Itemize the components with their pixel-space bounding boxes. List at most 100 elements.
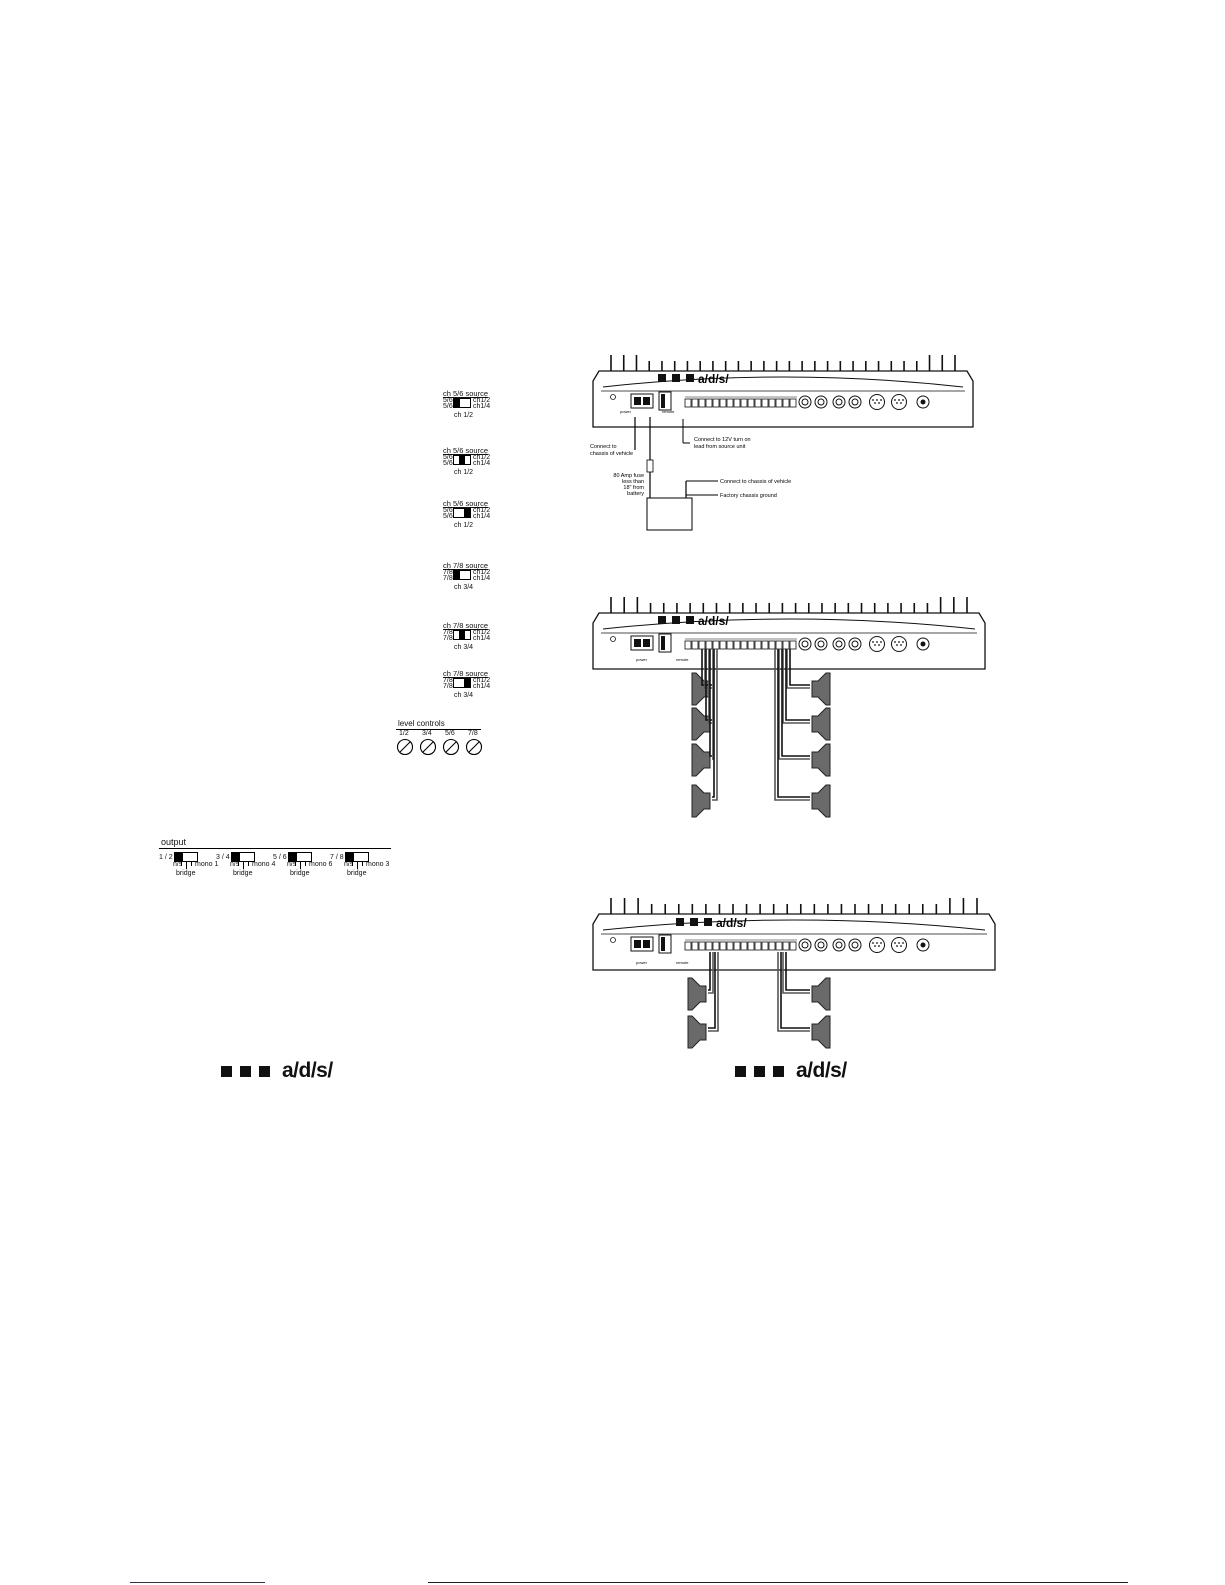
speaker-icon	[811, 1015, 831, 1049]
power-wiring-diagram: a/d/s/ Connect to chassis of vehicle Con…	[590, 355, 974, 531]
fuse-label-1: 80 Amp fuse	[613, 473, 644, 479]
switch-knob	[346, 853, 354, 861]
switch-left-label-2: 7/8	[443, 635, 453, 642]
speaker-icon	[687, 1015, 707, 1049]
amp-brand-logo: a/d/s/	[716, 916, 747, 930]
slide-switch[interactable]	[453, 678, 471, 688]
output-mono-label: mono 4	[252, 861, 276, 868]
potentiometer-icon	[442, 738, 460, 756]
four-speaker-wiring-diagram: a/d/s/ power remote	[592, 898, 996, 1049]
switch-left-label: 5/6	[443, 397, 453, 404]
slide-switch[interactable]	[453, 398, 471, 408]
amp-brand-logo: a/d/s/	[698, 372, 729, 386]
output-left-label: n/s	[230, 861, 240, 868]
switch-knob	[289, 853, 297, 861]
switch-bottom-label: ch 3/4	[454, 584, 474, 591]
power-terminal-label: power	[636, 960, 648, 965]
switch-bottom-label: ch 3/4	[454, 692, 474, 699]
remote-terminal-label: remote	[676, 657, 689, 662]
output-bridge-label: bridge	[233, 870, 253, 877]
switch-right-label-2: ch1/4	[473, 460, 491, 467]
speaker-icon	[691, 707, 711, 741]
potentiometer-icon	[419, 738, 437, 756]
ground-label-2: Factory chassis ground	[720, 493, 777, 499]
output-mono-label: mono 3	[366, 861, 390, 868]
switch-left-label-2: 7/8	[443, 683, 453, 690]
speaker-array	[687, 952, 831, 1049]
output-channel-label: 3 / 4	[216, 854, 230, 861]
output-left-label: n/s	[344, 861, 354, 868]
switch-knob	[454, 399, 460, 407]
speaker-icon	[691, 784, 711, 818]
speaker-icon	[811, 743, 831, 777]
switch-right-label: ch1/2	[473, 454, 491, 461]
switch-title: ch 7/8 source	[443, 669, 489, 678]
speaker-icon	[691, 743, 711, 777]
remote-terminal-label: remote	[662, 409, 675, 414]
fuse-label-3: 18" from	[623, 485, 644, 491]
switch-right-label-2: ch1/4	[473, 683, 491, 690]
slide-switch[interactable]	[453, 508, 471, 518]
switch-left-label: 7/8	[443, 629, 453, 636]
output-title: output	[161, 837, 187, 847]
level-knob-label: 3/4	[422, 730, 432, 737]
switch-bottom-label: ch 1/2	[454, 522, 474, 529]
switch-title: ch 5/6 source	[443, 389, 489, 398]
footer-logo-left: a/d/s/	[221, 1059, 333, 1083]
speaker-array	[691, 649, 831, 818]
brand-square-icon	[735, 1065, 746, 1077]
output-mono-label: mono 1	[195, 861, 219, 868]
switch-knob	[454, 571, 460, 579]
switch-left-label: 5/6	[443, 454, 453, 461]
switch-bottom-label: ch 1/2	[454, 469, 474, 476]
battery-icon	[646, 497, 693, 531]
switch-knob	[459, 631, 465, 639]
switch-left-label-2: 7/8	[443, 575, 453, 582]
brand-square-icon	[240, 1065, 251, 1077]
output-bridge-label: bridge	[347, 870, 367, 877]
switch-bottom-label: ch 1/2	[454, 412, 474, 419]
slide-switch[interactable]	[453, 570, 471, 580]
switch-title: ch 7/8 source	[443, 561, 489, 570]
amplifier-top-view	[592, 898, 996, 971]
ground-label-1: Connect to chassis of vehicle	[720, 479, 791, 485]
slide-switch[interactable]	[453, 455, 471, 465]
brand-square-3	[686, 374, 694, 382]
potentiometer-icon	[396, 738, 414, 756]
switch-right-label-2: ch1/4	[473, 403, 491, 410]
output-channel-label: 7 / 8	[330, 854, 344, 861]
brand-square-icon	[754, 1065, 765, 1077]
switch-right-label-2: ch1/4	[473, 575, 491, 582]
switch-right-label: ch1/2	[473, 507, 491, 514]
power-terminal-label: power	[636, 657, 648, 662]
amp-brand-logo: a/d/s/	[698, 614, 729, 628]
turnon-label-1: Connect to 12V turn on	[694, 437, 751, 443]
speaker-icon	[811, 707, 831, 741]
output-bridge-label: bridge	[176, 870, 196, 877]
slide-switch[interactable]	[453, 630, 471, 640]
output-bridge-label: bridge	[290, 870, 310, 877]
switch-bottom-label: ch 3/4	[454, 644, 474, 651]
switch-right-label: ch1/2	[473, 397, 491, 404]
fuse-label-2: less than	[622, 479, 644, 485]
switch-right-label: ch1/2	[473, 677, 491, 684]
output-channel-label: 5 / 6	[273, 854, 287, 861]
brand-square-2	[672, 374, 680, 382]
fuse-icon	[646, 459, 654, 473]
switch-knob	[232, 853, 240, 861]
switch-left-label-2: 5/6	[443, 403, 453, 410]
switch-left-label: 7/8	[443, 569, 453, 576]
footer-logo-right: a/d/s/	[735, 1059, 847, 1083]
speaker-icon	[811, 672, 831, 706]
